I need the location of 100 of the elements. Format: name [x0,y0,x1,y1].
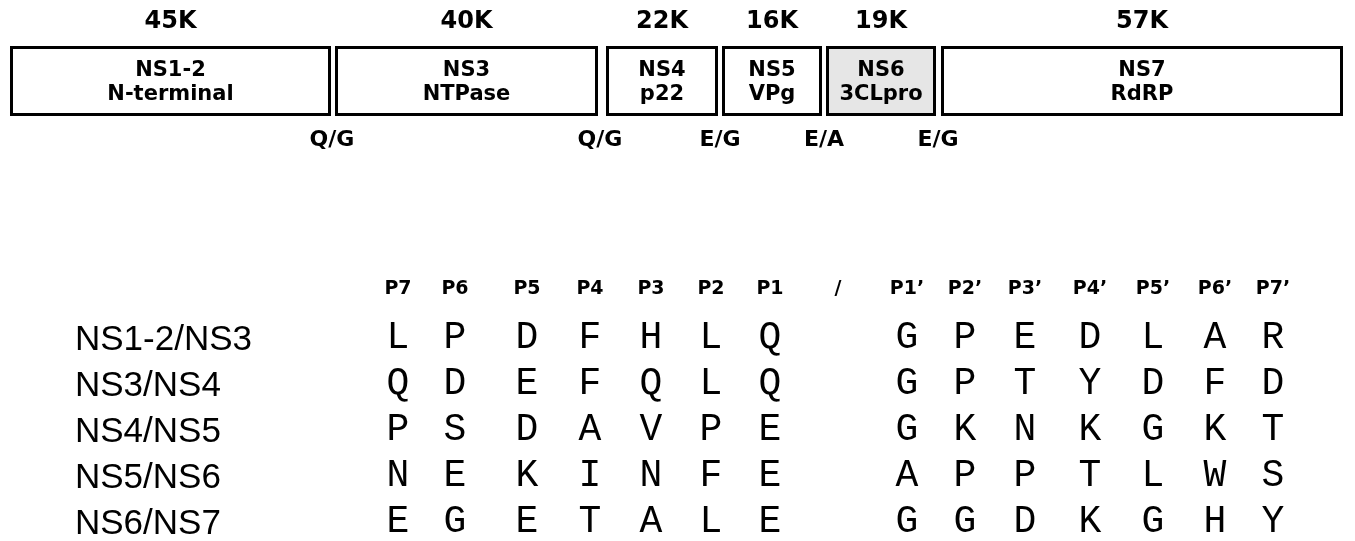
amino-acid-letter: D [443,362,467,405]
amino-acid-letter: T [578,500,602,541]
position-header: P7’ [1255,276,1291,298]
amino-acid-letter: G [895,316,919,359]
amino-acid-letter: N [639,454,663,497]
amino-acid-letter: T [1261,408,1285,451]
position-header: P5 [513,276,541,298]
amino-acid-letter: P [443,316,467,359]
amino-acid-letter: N [1013,408,1037,451]
position-header: P7 [384,276,412,298]
protein-name: NS5 [748,57,796,81]
molecular-weight-label: 57K [1116,6,1168,34]
amino-acid-letter: F [578,316,602,359]
amino-acid-letter: S [443,408,467,451]
position-header: P1’ [889,276,925,298]
position-header: P6’ [1197,276,1233,298]
amino-acid-letter: S [1261,454,1285,497]
amino-acid-letter: F [1203,362,1227,405]
position-header: P4’ [1072,276,1108,298]
amino-acid-letter: H [1203,500,1227,541]
protein-name: NS7 [1118,57,1166,81]
protein-name: NS1-2 [135,57,206,81]
protein-function: NTPase [422,81,511,105]
amino-acid-letter: E [443,454,467,497]
molecular-weight-label: 22K [636,6,688,34]
position-header: / [834,276,842,298]
amino-acid-letter: Y [1261,500,1285,541]
amino-acid-letter: K [515,454,539,497]
position-header: P2 [697,276,725,298]
amino-acid-letter: E [758,500,782,541]
junction-label: NS6/NS7 [75,502,221,541]
protein-function: p22 [639,81,685,105]
amino-acid-letter: E [1013,316,1037,359]
amino-acid-letter: Q [758,316,782,359]
amino-acid-letter: A [578,408,602,451]
amino-acid-letter: G [895,362,919,405]
amino-acid-letter: K [1078,500,1102,541]
amino-acid-letter: Q [386,362,410,405]
protein-name: NS3 [442,57,491,81]
amino-acid-letter: L [1141,316,1165,359]
amino-acid-letter: P [953,316,977,359]
amino-acid-letter: P [953,362,977,405]
amino-acid-letter: L [699,500,723,541]
amino-acid-letter: I [578,454,602,497]
amino-acid-letter: F [578,362,602,405]
amino-acid-letter: A [895,454,919,497]
amino-acid-letter: D [1261,362,1285,405]
amino-acid-letter: G [443,500,467,541]
molecular-weight-label: 40K [440,6,493,34]
protein-function: 3CLpro [839,81,923,105]
junction-label: NS4/NS5 [75,410,221,450]
position-header: P2’ [947,276,983,298]
amino-acid-letter: H [639,316,663,359]
amino-acid-letter: D [515,408,539,451]
protein-box [722,46,822,116]
position-header: P3 [637,276,665,298]
amino-acid-letter: F [699,454,723,497]
molecular-weight-label: 16K [746,6,798,34]
amino-acid-letter: K [953,408,977,451]
amino-acid-letter: P [1013,454,1037,497]
amino-acid-letter: P [953,454,977,497]
amino-acid-letter: D [515,316,539,359]
molecular-weight-label: 45K [144,6,197,34]
amino-acid-letter: L [1141,454,1165,497]
amino-acid-letter: E [758,454,782,497]
amino-acid-letter: Y [1078,362,1102,405]
amino-acid-letter: D [1078,316,1102,359]
junction-label: NS5/NS6 [75,456,221,496]
protein-function: N-terminal [107,81,234,105]
amino-acid-letter: Q [639,362,663,405]
molecular-weight-label: 19K [855,6,907,34]
amino-acid-letter: E [515,362,539,405]
junction-label: NS3/NS4 [75,364,221,404]
amino-acid-letter: L [386,316,410,359]
junction-label: NS1-2/NS3 [75,318,253,358]
cleavage-site-label: Q/G [577,126,623,151]
amino-acid-letter: E [386,500,410,541]
protein-function: RdRP [1110,81,1174,105]
position-header: P5’ [1135,276,1171,298]
cleavage-site-label: E/A [803,126,845,151]
protein-box [826,46,936,116]
amino-acid-letter: N [386,454,410,497]
amino-acid-letter: G [1141,500,1165,541]
protein-box [941,46,1343,116]
amino-acid-letter: A [1203,316,1227,359]
amino-acid-letter: P [386,408,410,451]
amino-acid-letter: R [1261,316,1285,359]
position-header: P4 [576,276,604,298]
amino-acid-letter: P [699,408,723,451]
protein-box [606,46,718,116]
amino-acid-letter: K [1203,408,1227,451]
cleavage-site-label: Q/G [309,126,355,151]
amino-acid-letter: G [895,500,919,541]
amino-acid-letter: T [1013,362,1037,405]
amino-acid-letter: W [1203,454,1227,497]
amino-acid-letter: G [953,500,977,541]
amino-acid-letter: L [699,316,723,359]
amino-acid-letter: D [1141,362,1165,405]
amino-acid-letter: V [639,408,663,451]
position-header: P6 [441,276,469,298]
